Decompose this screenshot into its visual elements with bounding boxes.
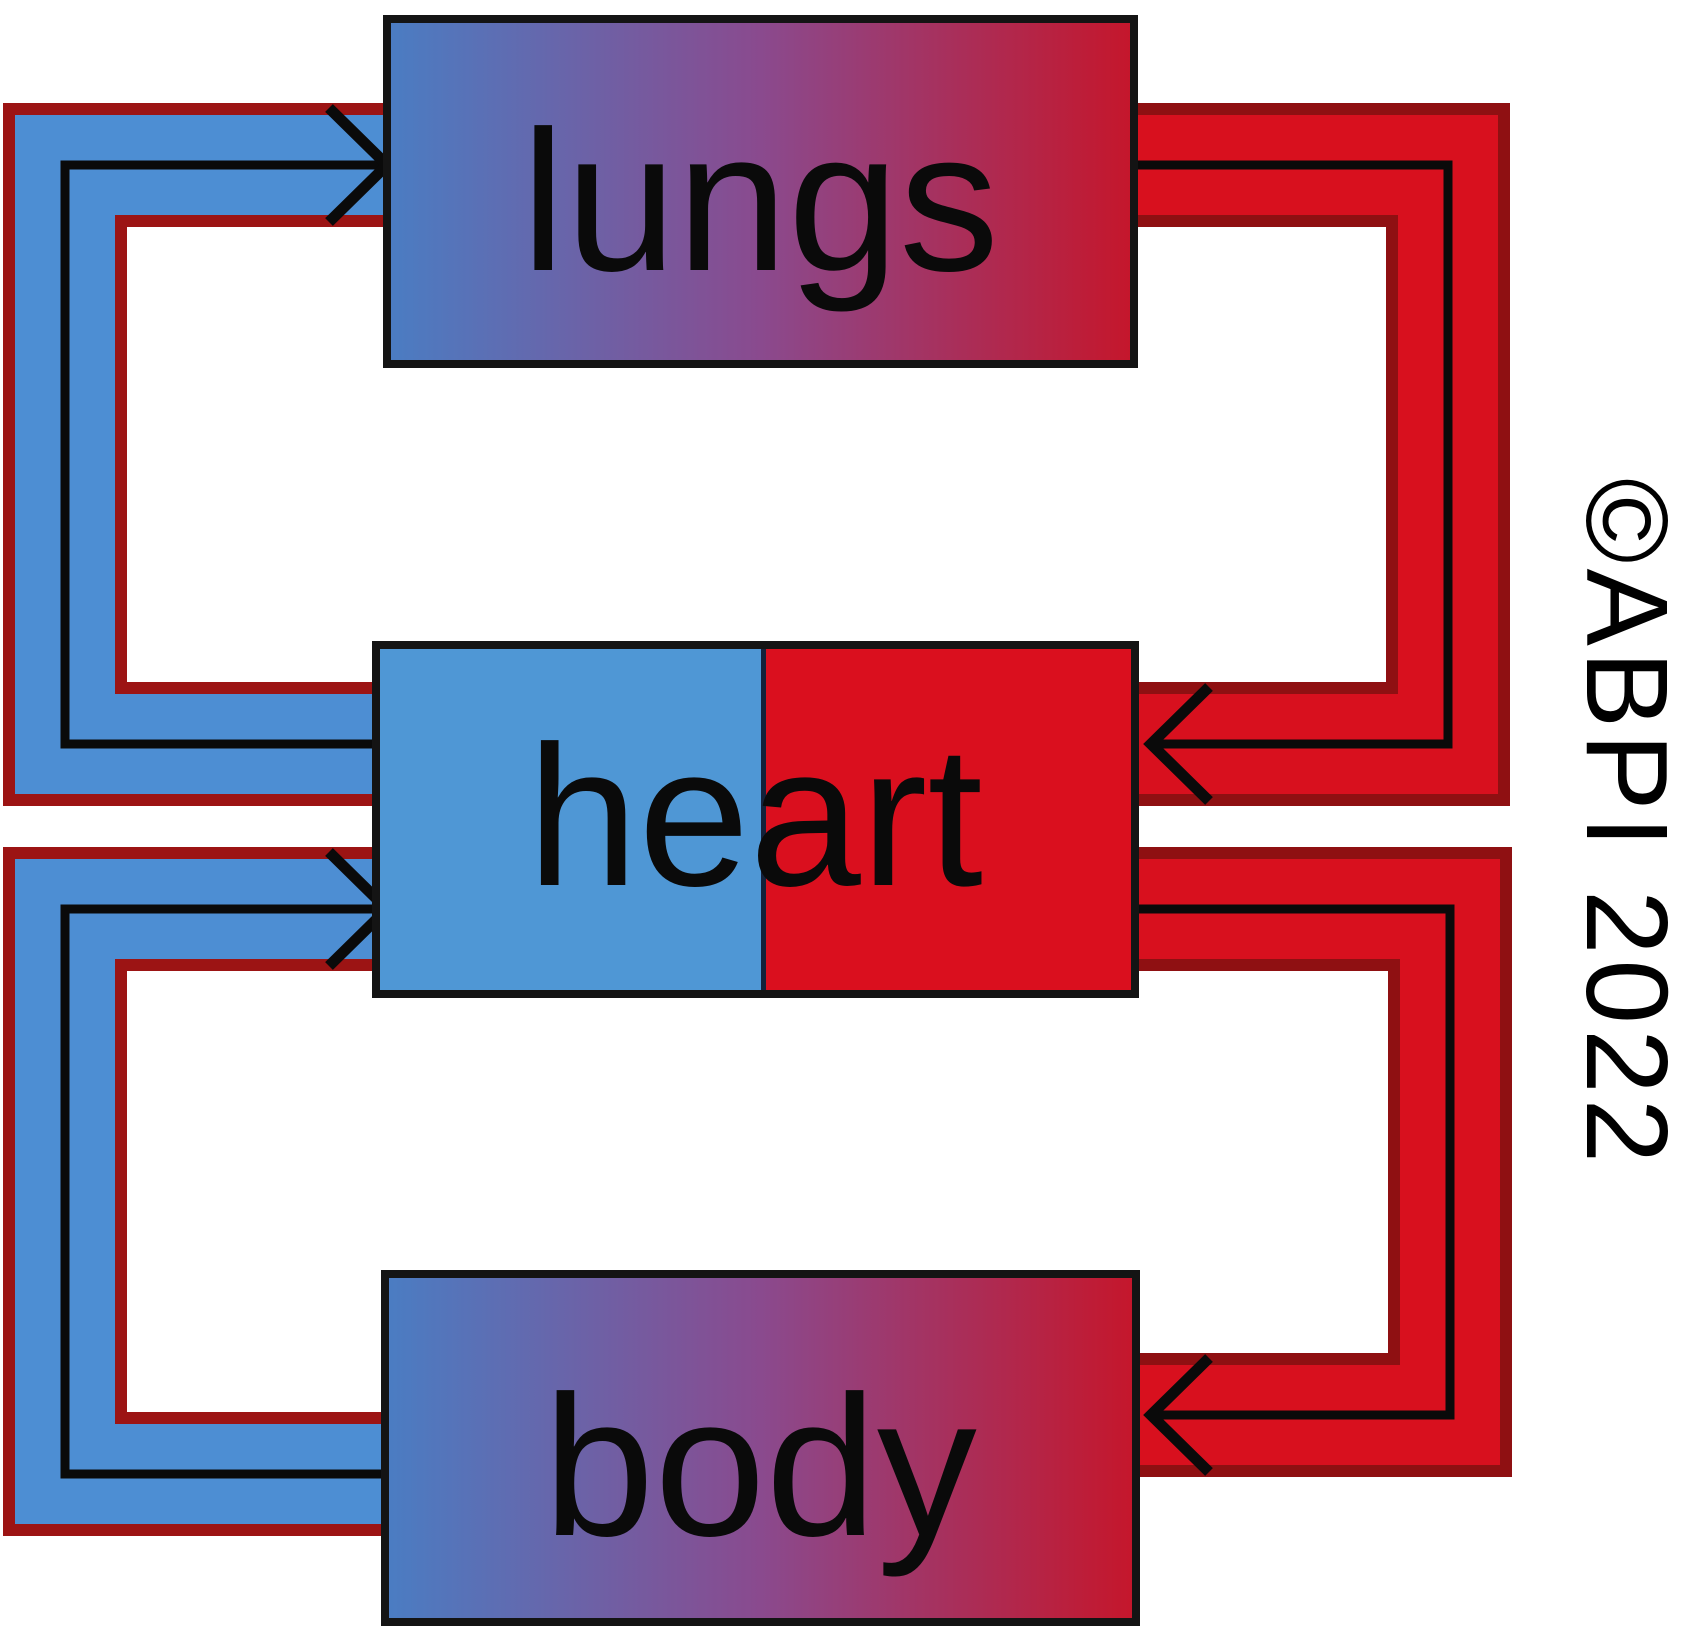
copyright-text: ©ABPI 2022 (1562, 478, 1687, 1168)
body-label: body (543, 1355, 977, 1578)
lungs-box (383, 15, 1138, 368)
arrow-into-heart-right-icon (1143, 683, 1213, 805)
flow-line-lungs-to-heart (1130, 160, 1453, 749)
flow-line-heart-to-body (1130, 904, 1455, 1420)
flow-line-heart-to-lungs (60, 160, 400, 749)
heart-divider (761, 643, 766, 996)
node-body: body (381, 1270, 1140, 1626)
body-box (381, 1270, 1140, 1626)
arrow-into-body-icon (1143, 1354, 1213, 1476)
heart-label: heart (527, 705, 983, 928)
node-lungs: lungs (383, 15, 1138, 368)
node-heart: heart (372, 641, 1139, 998)
flow-line-body-to-heart (60, 904, 400, 1479)
heart-left-half (374, 643, 764, 996)
nodes: lungs heart body (372, 15, 1140, 1626)
lungs-label: lungs (521, 90, 999, 313)
heart-box-border (372, 641, 1139, 998)
heart-right-half (764, 643, 1137, 996)
